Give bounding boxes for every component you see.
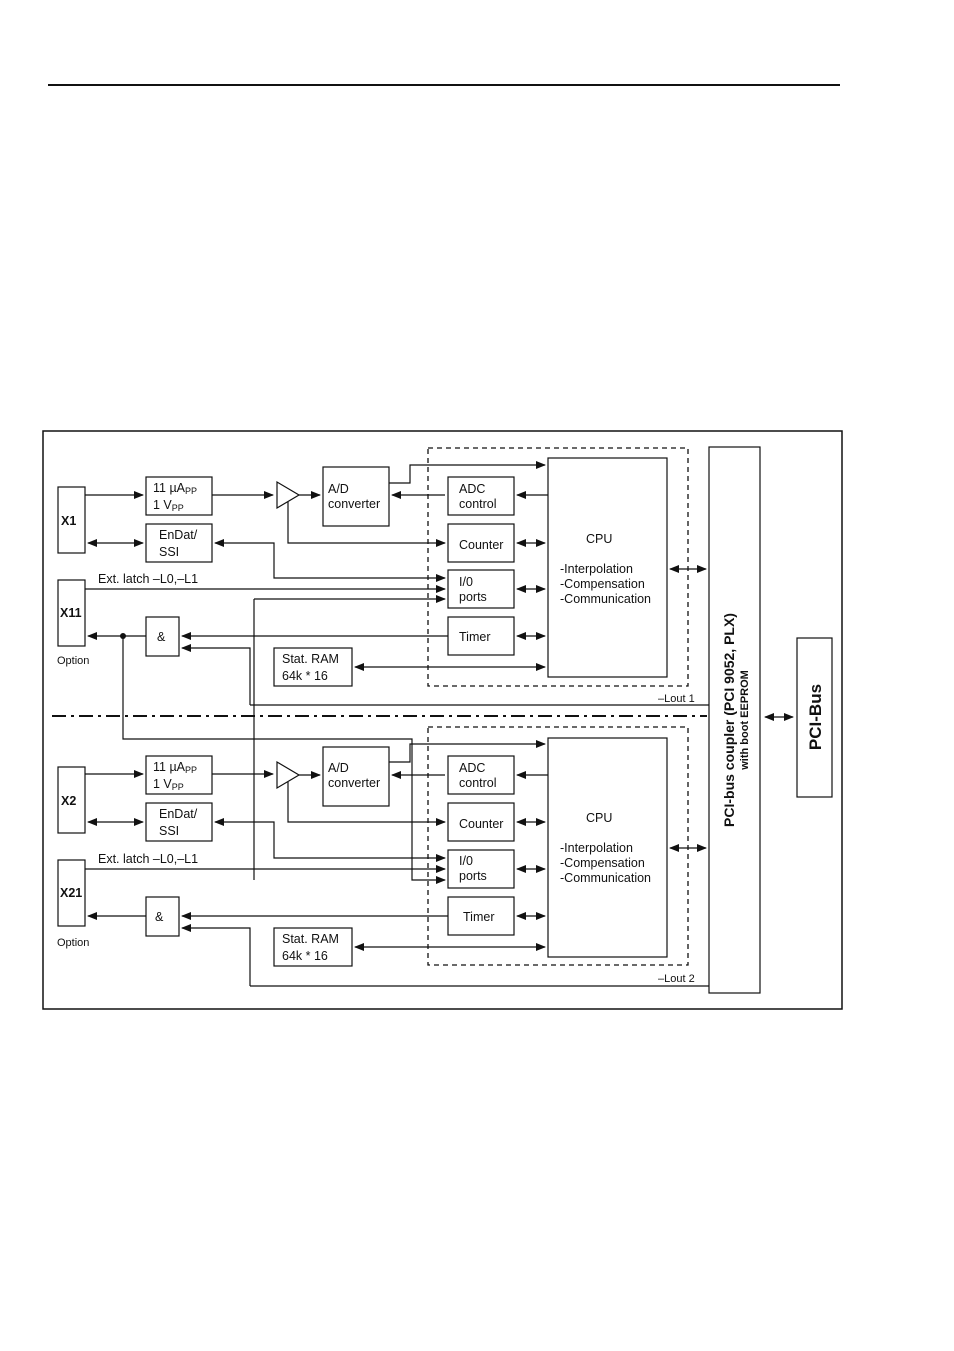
connector-label: X11 [60,606,82,620]
amplifier [276,760,301,790]
io-ports [447,569,515,609]
svg-text:Stat. RAM: Stat. RAM [282,652,339,666]
pci-bus: PCI-Bus [796,637,833,798]
svg-text:Timer: Timer [459,630,490,644]
io-ports [447,849,515,889]
svg-text:-Communication: -Communication [560,871,651,885]
option-note: Option [57,937,89,949]
timer [447,896,515,936]
svg-text:Stat. RAM: Stat. RAM [282,932,339,946]
svg-text:1 VPP: 1 VPP [153,498,184,513]
svg-text:-Communication: -Communication [560,592,651,606]
cpu [547,457,668,678]
svg-text:ports: ports [459,590,487,604]
svg-text:I/0: I/0 [459,575,473,589]
svg-text:&: & [157,630,166,644]
svg-text:control: control [459,776,497,790]
static-ram [273,647,353,687]
option-note: Option [57,655,89,667]
endat-block [145,523,213,563]
svg-text:1 VPP: 1 VPP [153,777,184,792]
connector-x21 [57,859,86,927]
svg-text:control: control [459,497,497,511]
and-gate [145,616,180,657]
signal-block [145,476,213,516]
counter [447,802,515,842]
static-ram [273,927,353,967]
svg-text:EnDat/: EnDat/ [159,807,198,821]
svg-text:I/0: I/0 [459,854,473,868]
adc-control [447,476,515,516]
ext-latch-label: Ext. latch –L0,–L1 [98,572,198,586]
svg-text:A/D: A/D [328,482,349,496]
svg-text:Counter: Counter [459,538,503,552]
svg-text:-Interpolation: -Interpolation [560,562,633,576]
counter [447,523,515,563]
and-gate [145,896,180,937]
cpu [547,737,668,958]
svg-text:converter: converter [328,776,380,790]
connector-x1 [57,486,86,554]
endat-block [145,802,213,842]
timer [447,616,515,656]
connector-x2 [57,766,86,834]
svg-text:64k * 16: 64k * 16 [282,949,328,963]
ext-latch-label: Ext. latch –L0,–L1 [98,852,198,866]
channel-1: –Lout 1 X1 X11 Option 11 µAPP 1 VPP EnDa… [57,447,709,884]
svg-text:-Compensation: -Compensation [560,577,645,591]
connector-label: X2 [61,794,76,808]
svg-text:-Interpolation: -Interpolation [560,841,633,855]
svg-text:ADC: ADC [459,761,485,775]
svg-text:64k * 16: 64k * 16 [282,669,328,683]
svg-text:CPU: CPU [586,532,612,546]
amplifier [276,480,301,510]
coupler-subtitle: with boot EEPROM [739,670,751,771]
lout-label: –Lout 1 [658,693,695,705]
signal-block [145,755,213,795]
ad-converter [322,466,390,527]
svg-text:-Compensation: -Compensation [560,856,645,870]
svg-text:ADC: ADC [459,482,485,496]
svg-text:&: & [155,910,164,924]
svg-text:A/D: A/D [328,761,349,775]
svg-text:Counter: Counter [459,817,503,831]
pci-bus-label: PCI-Bus [806,684,825,750]
diagram-frame [42,430,843,1010]
svg-text:11 µAPP: 11 µAPP [153,760,197,775]
svg-text:SSI: SSI [159,545,179,559]
adc-control [447,755,515,795]
channel-2: –Lout 2 X2 X21 Option 11 µAPP 1 VPP EnDa… [57,599,709,987]
svg-text:converter: converter [328,497,380,511]
svg-text:ports: ports [459,869,487,883]
connector-x11 [57,579,86,647]
svg-text:Timer: Timer [463,910,494,924]
svg-text:11 µAPP: 11 µAPP [153,481,197,496]
svg-text:SSI: SSI [159,824,179,838]
connector-label: X21 [60,886,82,900]
connector-label: X1 [61,514,76,528]
svg-text:CPU: CPU [586,811,612,825]
coupler-title: PCI-bus coupler (PCI 9052, PLX) [721,613,737,827]
ad-converter [322,746,390,807]
pci-bus-coupler: PCI-bus coupler (PCI 9052, PLX) with boo… [708,446,761,994]
lout-label: –Lout 2 [658,973,695,985]
svg-text:EnDat/: EnDat/ [159,528,198,542]
